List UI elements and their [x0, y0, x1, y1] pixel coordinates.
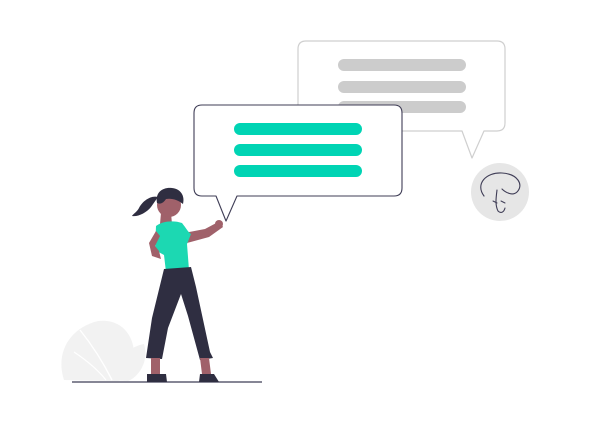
front-bubble-line-3: [234, 165, 362, 177]
front-bubble-line-1: [234, 123, 362, 135]
user-avatar-icon: [471, 163, 529, 221]
front-speech-bubble: [193, 104, 403, 222]
shoe-right: [199, 374, 219, 382]
hair: [156, 187, 184, 204]
front-bubble-outline: [193, 104, 403, 222]
woman-figure: [132, 187, 223, 382]
ponytail: [132, 196, 158, 217]
front-bubble-line-2: [234, 144, 362, 156]
shoe-left: [147, 374, 167, 382]
back-bubble-line-2: [338, 81, 466, 93]
pants: [146, 267, 213, 360]
back-bubble-line-1: [338, 59, 466, 71]
shirt: [155, 221, 191, 272]
plant-icon: [61, 320, 146, 381]
